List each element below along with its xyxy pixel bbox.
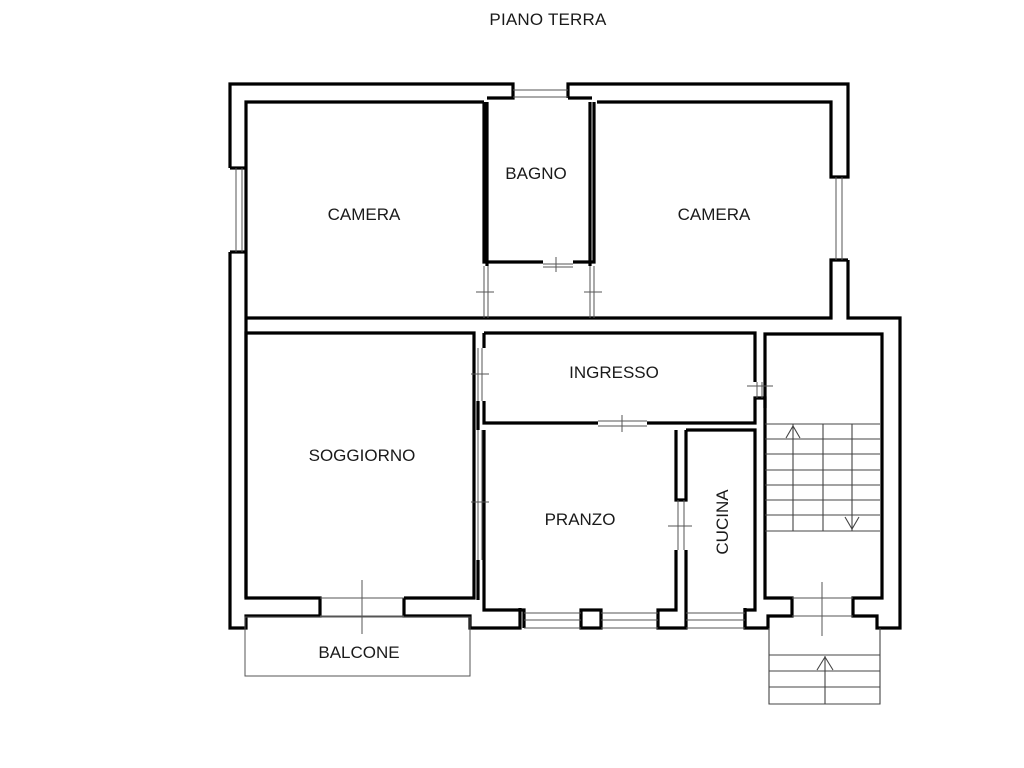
- entry-up-arrow-icon: [816, 655, 834, 671]
- internal-staircase: [765, 423, 880, 532]
- room-label-camera-left: CAMERA: [328, 205, 401, 224]
- balcony-outline: [244, 616, 471, 677]
- room-label-pranzo: PRANZO: [545, 510, 616, 529]
- openings: [235, 89, 853, 636]
- room-label-soggiorno: SOGGIORNO: [309, 446, 416, 465]
- room-label-balcone: BALCONE: [318, 643, 399, 662]
- room-label-cucina: CUCINA: [713, 489, 732, 555]
- stair-down-arrow-icon: [844, 516, 860, 531]
- interior-walls: [476, 102, 767, 630]
- stair-up-arrow-icon: [785, 424, 801, 439]
- room-label-bagno: BAGNO: [505, 164, 566, 183]
- room-label-camera-right: CAMERA: [678, 205, 751, 224]
- external-steps: [768, 628, 881, 705]
- room-label-ingresso: INGRESSO: [569, 363, 659, 382]
- floor-title: PIANO TERRA: [489, 10, 607, 29]
